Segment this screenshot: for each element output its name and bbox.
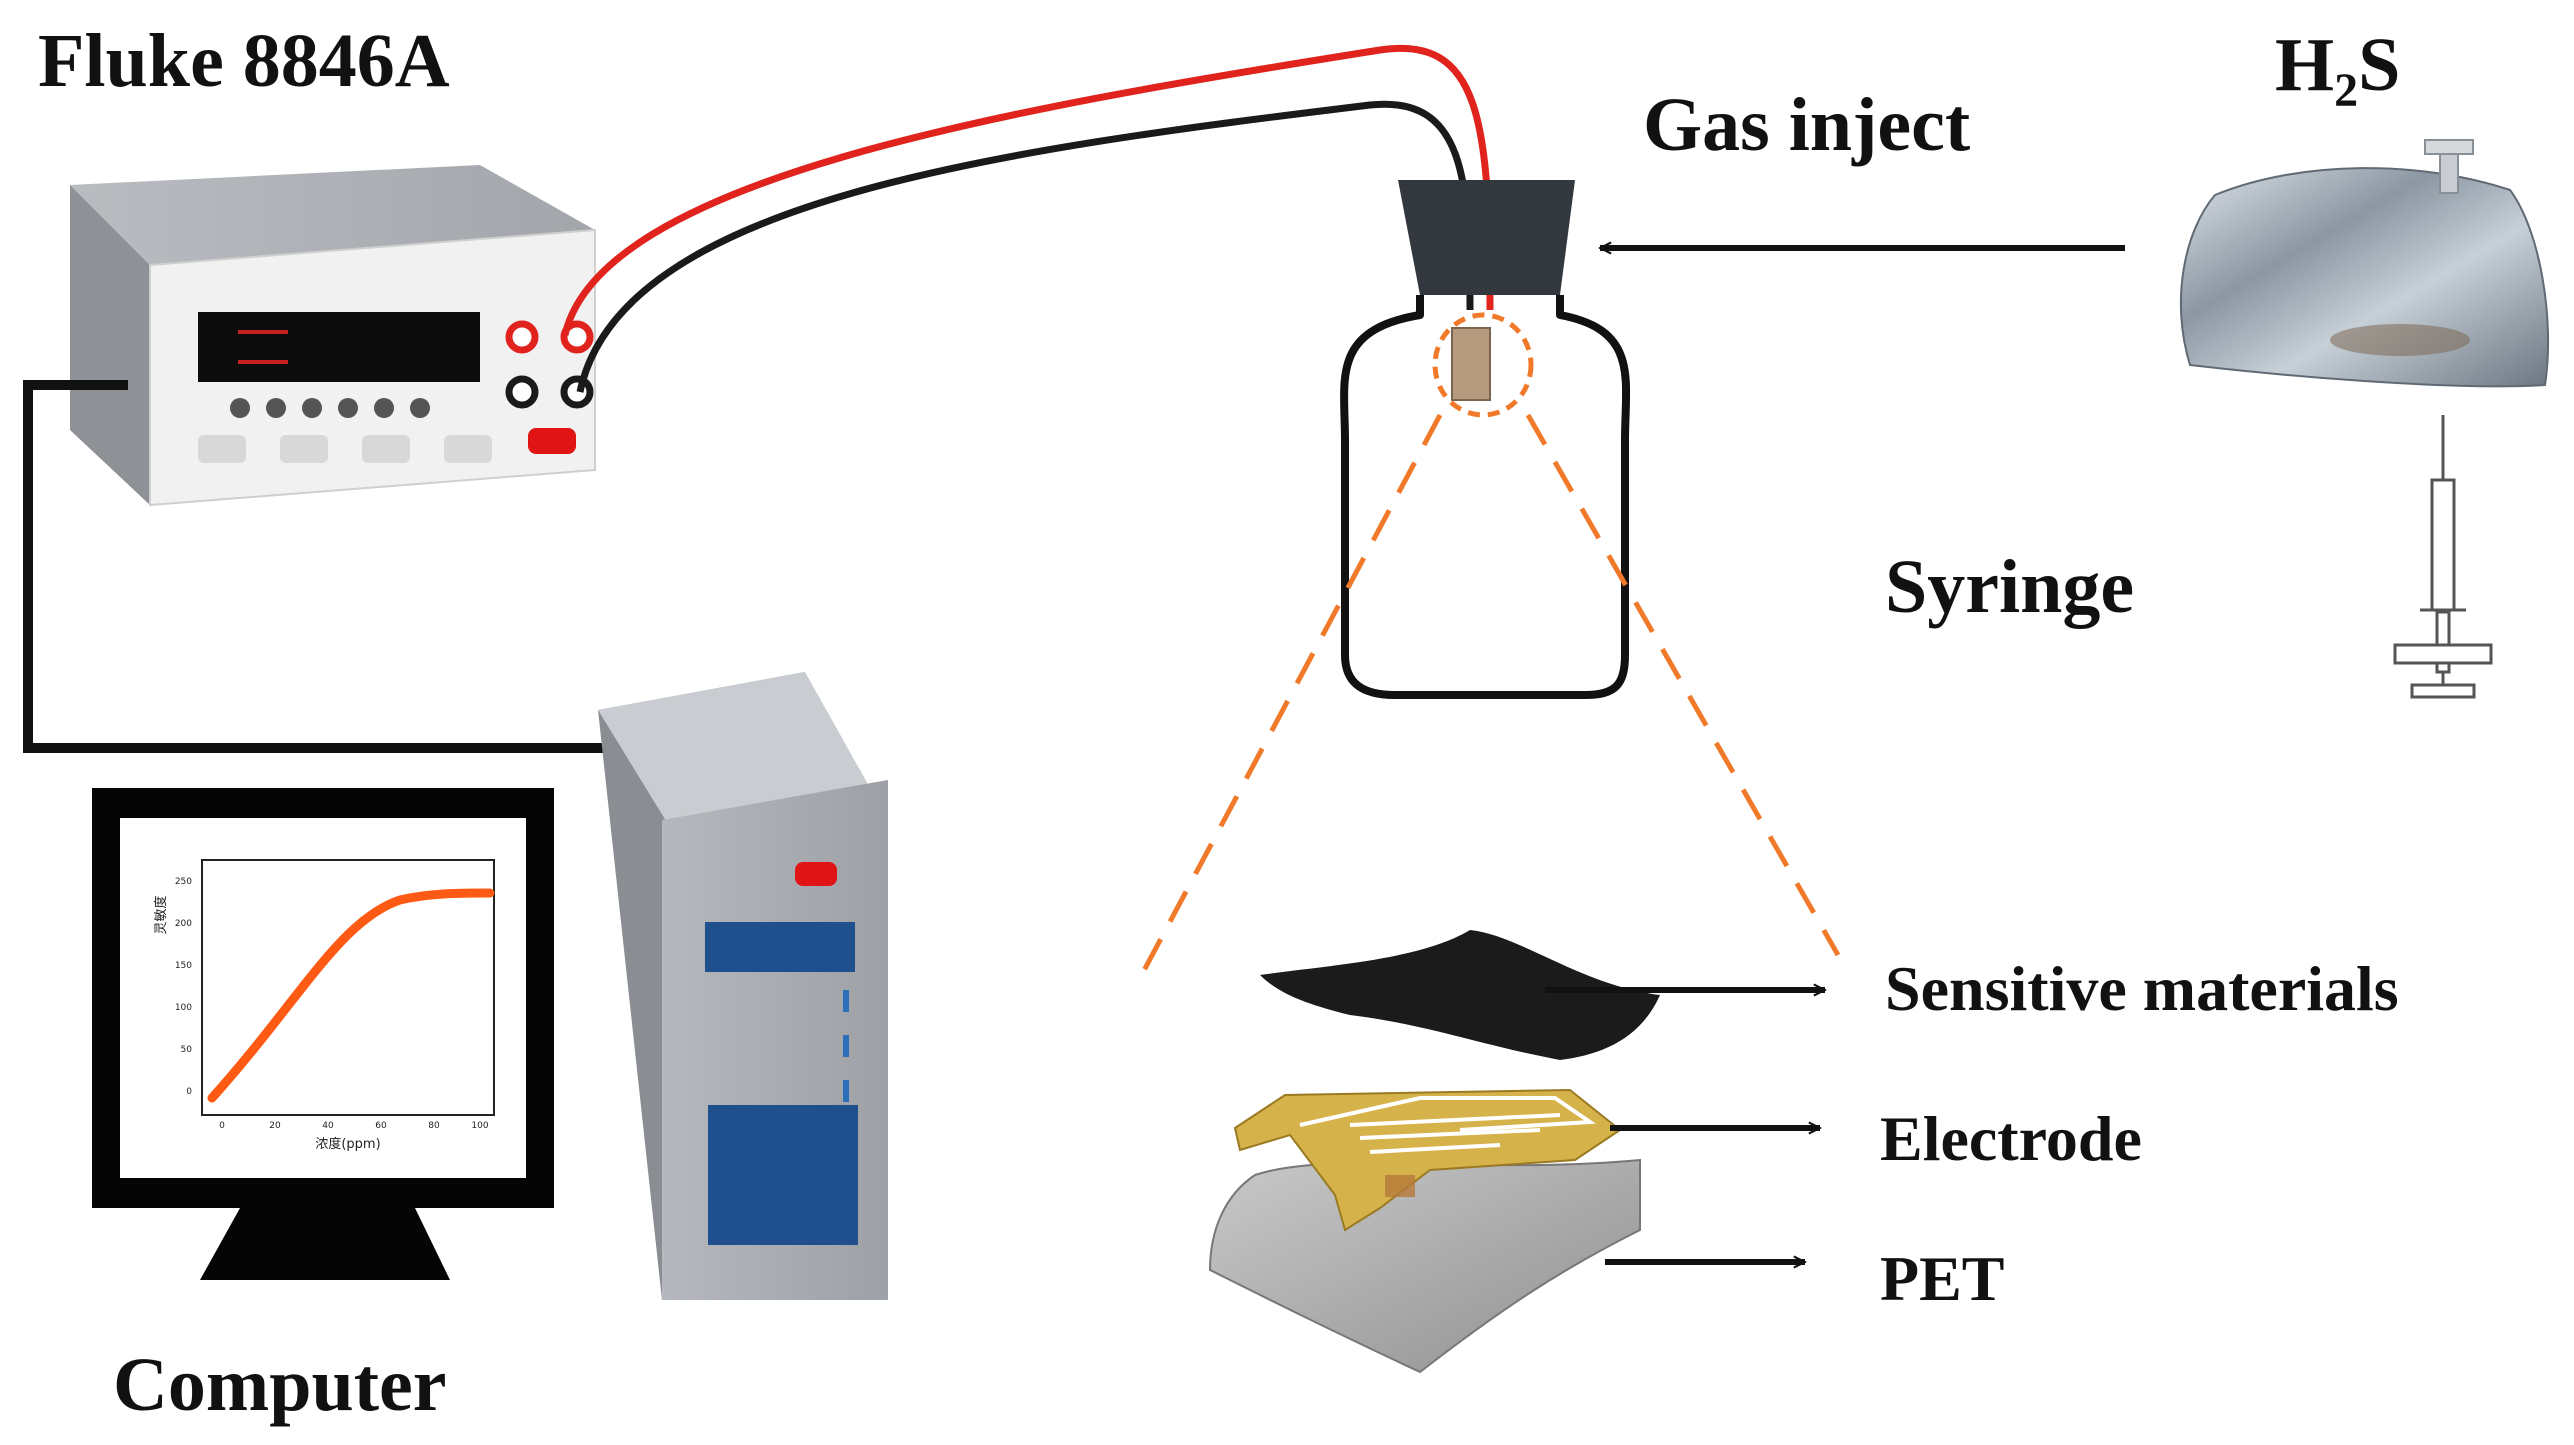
electrode-label: Electrode [1880,1103,2142,1174]
monitor-stand [200,1208,450,1280]
y-tick-label: 0 [186,1087,192,1097]
pet-layer [1208,1158,1641,1374]
x-tick-label: 20 [269,1121,281,1131]
sensor-chip [1451,327,1491,401]
terminal-black-1 [505,375,539,409]
wire-red [561,45,1494,336]
multimeter [70,165,596,507]
wire-black [576,100,1474,393]
h2s-main: H [2275,23,2334,107]
x-tick-label: 0 [219,1121,225,1131]
gas-bag [2179,139,2550,388]
multimeter-side [70,185,150,505]
monitor-screen [120,818,526,1178]
terminal-red-1 [505,320,539,354]
syringe-icon [2393,415,2493,699]
sensitive-material-layer [1260,930,1660,1060]
zoom-circle [1432,312,1534,418]
plot-frame [201,859,495,1116]
multimeter-buttons [198,428,576,463]
plot-curve [207,888,495,1103]
x-tick-label: 40 [322,1121,334,1131]
y-tick-label: 150 [175,961,192,971]
electrode-fingers [1299,1096,1596,1154]
screen-plot: 250 200 150 100 50 0 0 20 40 60 80 100 浓… [153,859,495,1152]
multimeter-display [198,312,480,382]
terminal-red-2 [560,320,594,354]
y-tick-label: 100 [175,1003,192,1013]
tower-panel [708,1105,858,1245]
plot-y-axis-label: 灵敏度 [153,895,169,934]
h2s-subscript: 2 [2334,64,2358,117]
sensor-layers [1208,930,1660,1374]
tower-drive-bay [705,922,855,972]
sensitive-materials-label: Sensitive materials [1885,953,2399,1024]
multimeter-knobs [230,398,430,418]
cable-multimeter-computer [23,380,615,753]
gas-bottle [1340,180,1631,699]
h2s-label: H2S [2275,23,2400,117]
x-tick-label: 60 [375,1121,387,1131]
computer-tower [598,672,888,1300]
tower-power-button [795,862,837,886]
x-tick-label: 100 [471,1121,488,1131]
pet-label: PET [1880,1243,2004,1314]
multimeter-label: Fluke 8846A [38,19,450,103]
y-tick-label: 50 [181,1045,193,1055]
computer-label: Computer [113,1343,447,1427]
terminal-black-2 [560,375,594,409]
plot-x-axis-label: 浓度(ppm) [315,1136,380,1152]
x-tick-label: 80 [428,1121,440,1131]
bottle-stopper [1398,180,1575,295]
multimeter-display-marks [238,330,288,364]
h2s-tail: S [2358,23,2400,107]
bottle-body [1340,295,1631,699]
multimeter-power-button [528,428,576,454]
y-tick-label: 250 [175,877,192,887]
monitor: 250 200 150 100 50 0 0 20 40 60 80 100 浓… [92,788,554,1280]
gas-inject-label: Gas inject [1643,83,1970,167]
syringe-label: Syringe [1885,545,2134,629]
y-tick-label: 200 [175,919,192,929]
zoom-line-right [1525,413,1841,957]
multimeter-terminals [505,320,594,409]
